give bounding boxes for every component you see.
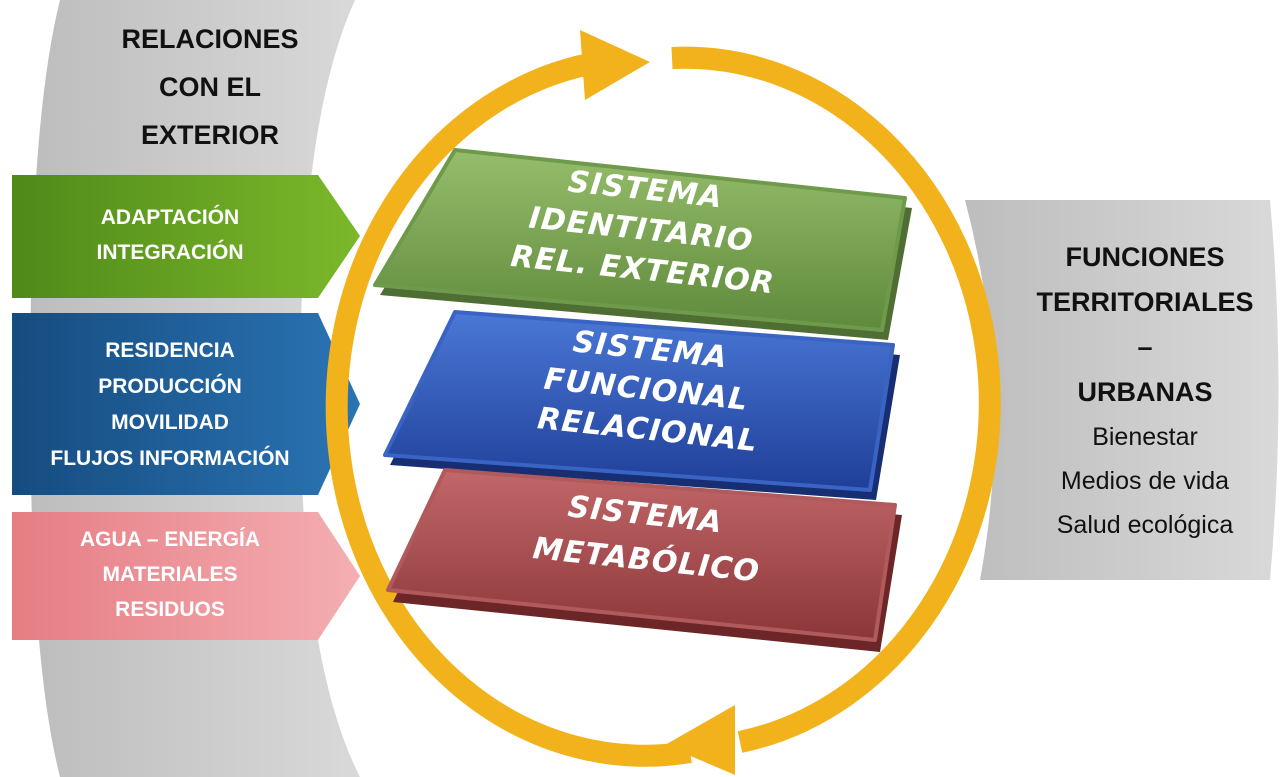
label-line: MATERIALES bbox=[102, 563, 238, 586]
system-plate-metabolico: SISTEMA METABÓLICO bbox=[386, 468, 902, 652]
function-item: Bienestar bbox=[1092, 423, 1198, 451]
system-plate-identitario: SISTEMA IDENTITARIO REL. EXTERIOR bbox=[373, 148, 912, 340]
label-line: ADAPTACIÓN bbox=[100, 206, 240, 229]
cycle-arrow-left-arc bbox=[325, 51, 692, 767]
function-item: Medios de vida bbox=[1060, 467, 1230, 495]
label-line: PRODUCCIÓN bbox=[98, 375, 242, 398]
system-plate-funcional: SISTEMA FUNCIONAL RELACIONAL bbox=[383, 310, 900, 500]
title-line: – bbox=[1137, 332, 1153, 362]
arrow-adaptacion-label: ADAPTACIÓN INTEGRACIÓN bbox=[15, 200, 325, 270]
cycle-arrow bbox=[325, 46, 1001, 767]
title-line: URBANAS bbox=[1077, 377, 1213, 407]
right-panel-band bbox=[965, 200, 1279, 580]
label-line: FLUJOS INFORMACIÓN bbox=[50, 447, 290, 470]
cycle-arrowhead-top bbox=[580, 30, 650, 100]
left-panel-title: RELACIONES CON EL EXTERIOR bbox=[100, 15, 320, 159]
cycle-arrowhead-bottom bbox=[665, 705, 735, 775]
title-line: FUNCIONES bbox=[1065, 242, 1225, 272]
title-line: CON EL bbox=[158, 72, 261, 102]
title-line: RELACIONES bbox=[121, 24, 299, 54]
title-line: EXTERIOR bbox=[140, 120, 280, 150]
label-line: INTEGRACIÓN bbox=[96, 241, 244, 264]
arrow-adaptacion-shape bbox=[12, 175, 360, 298]
arrow-residencia-label: RESIDENCIA PRODUCCIÓN MOVILIDAD FLUJOS I… bbox=[15, 333, 325, 477]
diagram-shape bbox=[373, 148, 907, 332]
diagram-shape bbox=[386, 468, 897, 642]
cycle-arrow-right-arc bbox=[671, 46, 1001, 753]
arrow-residencia-shape bbox=[12, 313, 360, 495]
label-line: RESIDUOS bbox=[115, 598, 225, 621]
arrow-agua-shape bbox=[12, 512, 360, 640]
title-line: TERRITORIALES bbox=[1036, 287, 1254, 317]
label-line: AGUA – ENERGÍA bbox=[79, 528, 261, 551]
function-item: Salud ecológica bbox=[1056, 511, 1234, 539]
diagram-shape bbox=[383, 310, 895, 492]
label-line: RESIDENCIA bbox=[105, 339, 235, 362]
label-line: MOVILIDAD bbox=[111, 411, 229, 434]
arrow-agua-label: AGUA – ENERGÍA MATERIALES RESIDUOS bbox=[15, 522, 325, 627]
right-panel: FUNCIONES TERRITORIALES – URBANAS Bienes… bbox=[1020, 235, 1270, 547]
